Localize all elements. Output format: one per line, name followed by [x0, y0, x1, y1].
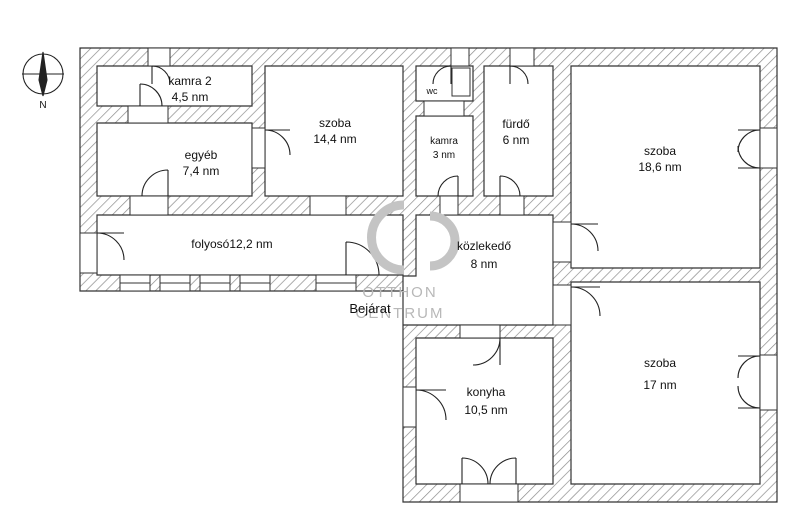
windows [119, 195, 357, 292]
room-kamra2-name: kamra 2 [168, 74, 212, 88]
room-kamra-area: 3 nm [433, 150, 455, 161]
room-folyoso-name: folyosó12,2 nm [191, 237, 272, 251]
room-furdo-name: fürdő [502, 117, 530, 131]
room-szoba1-name: szoba [319, 116, 351, 130]
watermark: OTTHON CENTRUM [356, 200, 460, 322]
entrance-label: Bejárat [349, 301, 391, 316]
wc-fixture [451, 67, 471, 97]
room-egyeb-name: egyéb [185, 148, 218, 162]
compass-north-label: N [39, 100, 46, 111]
room-labels: kamra 2 4,5 nm szoba 14,4 nm wc kamra 3 … [168, 74, 681, 417]
room-konyha-area: 10,5 nm [464, 403, 507, 417]
room-kamra2-area: 4,5 nm [172, 90, 209, 104]
watermark-line2: CENTRUM [356, 305, 445, 322]
room-szoba3-area: 17 nm [643, 378, 676, 392]
room-szoba2-name: szoba [644, 144, 676, 158]
door-swings [96, 65, 761, 485]
room-szoba2-area: 18,6 nm [638, 160, 681, 174]
room-wc-name: wc [426, 86, 438, 96]
room-kozlekedo-area: 8 nm [471, 257, 498, 271]
room-szoba1-area: 14,4 nm [313, 132, 356, 146]
door-openings [79, 47, 778, 503]
room-konyha-name: konyha [467, 385, 506, 399]
room-egyeb-area: 7,4 nm [183, 164, 220, 178]
watermark-line1: OTTHON [362, 284, 437, 301]
compass: N [22, 51, 64, 111]
room-furdo-area: 6 nm [503, 133, 530, 147]
watermark-logo-icon [367, 200, 460, 275]
room-kozlekedo-name: közlekedő [457, 239, 511, 253]
room-szoba3-name: szoba [644, 356, 676, 370]
room-kamra-name: kamra [430, 136, 458, 147]
